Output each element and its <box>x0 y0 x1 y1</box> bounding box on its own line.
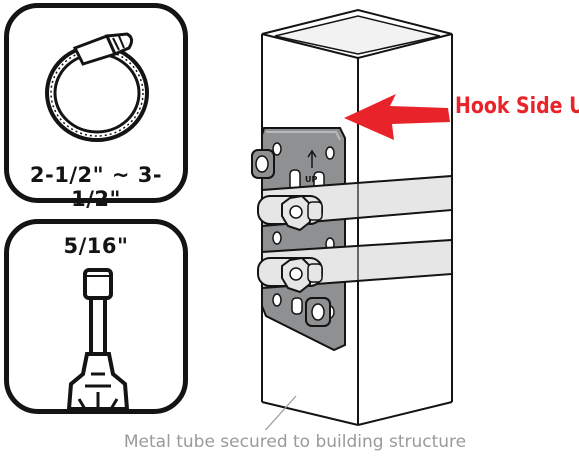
bracket-up-text: UP <box>305 175 317 184</box>
driver-size-label: 5/16" <box>63 234 129 258</box>
hook-side-arrow-icon <box>344 94 450 140</box>
caption-leader-line <box>264 395 297 430</box>
hose-clamp-panel: 2-1/2" ~ 3-1/2" <box>4 3 188 211</box>
clamp-screw-upper <box>257 194 323 232</box>
hook-side-up-callout: Hook Side UP <box>455 94 579 119</box>
hose-clamp-icon <box>45 32 149 142</box>
nut-driver-icon <box>66 268 130 409</box>
side-bosses <box>251 149 331 327</box>
clamp-size-label: 2-1/2" ~ 3-1/2" <box>29 163 163 211</box>
clamp-screw-lower <box>257 256 323 294</box>
mounting-diagram: UP <box>251 8 453 430</box>
diagram-caption: Metal tube secured to building structure <box>123 432 467 452</box>
nut-driver-panel: 5/16" <box>4 219 188 414</box>
